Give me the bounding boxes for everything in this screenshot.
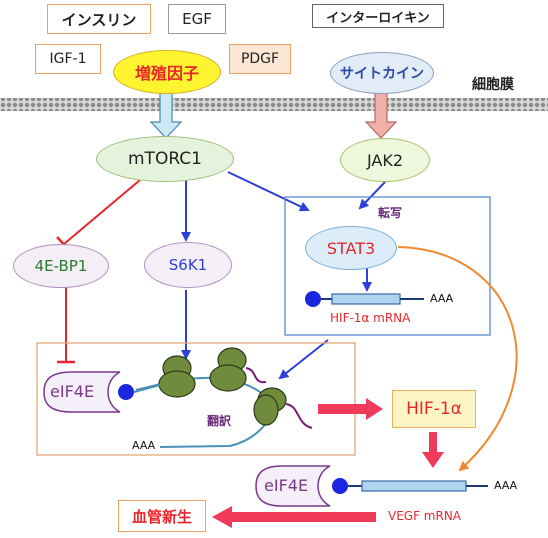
vegf-mrna-strand: [361, 480, 467, 492]
pdgf-box: PDGF: [229, 44, 291, 74]
cell-membrane: [0, 98, 548, 111]
stat3-node: STAT3: [305, 226, 397, 270]
insulin-box: インスリン: [47, 4, 151, 34]
transcription-region-box: [284, 196, 491, 336]
stat3-to-vegf-mrna-arrow: [397, 246, 518, 472]
cytokine-oval: サイトカイン: [330, 52, 434, 94]
ribosome-3-large: [253, 394, 279, 426]
igf1-box: IGF-1: [35, 44, 101, 74]
mtorc1-inhibits-4ebp1: [63, 179, 141, 245]
hif-mrna-strand: [331, 293, 401, 305]
membrane-label: 細胞膜: [472, 77, 514, 93]
ribosome-1-large: [158, 370, 196, 398]
eif4e-top-cap: [118, 384, 134, 400]
hif1a-to-vegf-arrow: [422, 432, 444, 468]
hif1a-box: HIF-1α: [392, 390, 476, 428]
vegf-mrna-polya: AAA: [494, 479, 518, 492]
transcription-label: 転写: [378, 206, 403, 220]
interleukin-box: インターロイキン: [312, 4, 444, 28]
4ebp1-node: 4E-BP1: [13, 244, 109, 288]
eif4e-top-label: eIF4E: [50, 382, 95, 401]
peptide-chain-3: [285, 403, 313, 429]
angiogenesis-box: 血管新生: [118, 500, 206, 532]
peptide-chain-2: [245, 367, 267, 384]
ribosome-2-large: [209, 364, 247, 392]
translation-mrna-strand: [135, 376, 274, 448]
jak2-node: JAK2: [340, 138, 430, 182]
s6k1-node: S6K1: [144, 242, 232, 288]
translation-label: 翻訳: [207, 414, 232, 428]
hif-mrna-to-ribosome-arrow: [278, 339, 329, 380]
eif4e-bottom-cap: [332, 478, 348, 494]
hif-mrna-label: HIF-1α mRNA: [330, 311, 411, 325]
growth-factor-oval: 増殖因子: [113, 50, 221, 94]
vegf-mrna-label: VEGF mRNA: [388, 509, 462, 523]
jak2-to-stat3-arrow: [358, 181, 386, 210]
hif-mrna-polya: AAA: [430, 292, 454, 305]
eif4e-top-shape: [43, 371, 121, 413]
mtorc1-to-stat3-arrow: [227, 171, 310, 212]
eif4e-bottom-shape: [255, 465, 331, 507]
egf-box: EGF: [168, 4, 226, 34]
mrna-cap-dot: [305, 291, 321, 307]
mtorc1-node: mTORC1: [96, 136, 234, 182]
translation-to-hif1a-arrow: [318, 398, 383, 420]
eif4e-bottom-label: eIF4E: [264, 476, 309, 495]
translation-region-box: [36, 342, 356, 456]
vegf-to-angiogenesis-arrow: [212, 506, 376, 528]
translation-polya: AAA: [132, 439, 156, 452]
